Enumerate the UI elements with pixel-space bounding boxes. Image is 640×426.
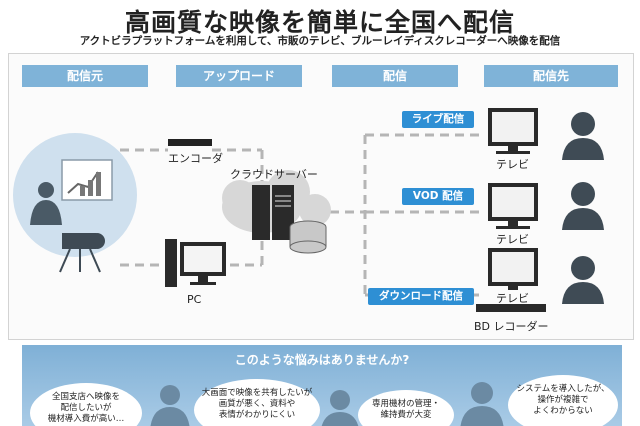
cloud-server-label: クラウドサーバー — [230, 168, 318, 181]
pc-label: PC — [187, 293, 202, 306]
concern-3-line-2: 維持費が大変 — [380, 410, 432, 420]
concern-bubble-4: システムを導入したが、 操作が複雑で よくわからない — [508, 375, 618, 426]
concern-4-line-1: システムを導入したが、 — [516, 384, 610, 394]
tv-label-3: テレビ — [496, 292, 529, 305]
column-header-upload: アップロード — [176, 65, 302, 87]
viewer-icon-1 — [562, 112, 604, 160]
tag-vod: VOD 配信 — [402, 188, 474, 205]
encoder-icon — [168, 139, 212, 146]
concern-bubble-2: 大画面で映像を共有したいが 画質が悪く、資料や 表情がわかりにくい — [194, 379, 320, 426]
presenter-illustration — [13, 133, 137, 273]
concern-3-line-1: 専用機材の管理・ — [371, 399, 440, 409]
column-header-destination: 配信先 — [484, 65, 618, 87]
tv-label-2: テレビ — [496, 233, 529, 246]
tv-icon-1 — [488, 108, 538, 154]
concern-1-line-3: 機材導入費が高い… — [47, 414, 125, 424]
concern-2-line-1: 大画面で映像を共有したいが — [201, 388, 313, 398]
tv-label-1: テレビ — [496, 158, 529, 171]
bd-recorder-icon — [476, 304, 546, 312]
tv-icon-3 — [488, 248, 538, 290]
tv-icon-2 — [488, 183, 538, 229]
concern-2-line-2: 画質が悪く、資料や — [218, 399, 296, 409]
concern-4-line-3: よくわからない — [533, 406, 593, 416]
pc-icon — [165, 239, 226, 287]
encoder-label: エンコーダ — [168, 152, 223, 165]
viewer-icon-3 — [562, 256, 604, 304]
worried-person-icon-3 — [460, 382, 504, 426]
concern-bubble-1: 全国支店へ映像を 配信したいが 機材導入費が高い… — [30, 383, 142, 426]
concern-4-line-2: 操作が複雑で — [537, 395, 589, 405]
concern-2-line-3: 表情がわかりにくい — [218, 410, 296, 420]
worried-person-icon-1 — [150, 385, 190, 426]
page-title: 高画質な映像を簡単に全国へ配信 — [124, 8, 515, 37]
concerns-title: このような悩みはありませんか? — [234, 353, 410, 367]
column-header-source: 配信元 — [22, 65, 148, 87]
cloud-server-icon — [222, 170, 331, 254]
tag-live: ライブ配信 — [402, 111, 474, 128]
viewer-icon-2 — [562, 182, 604, 230]
column-header-delivery: 配信 — [332, 65, 458, 87]
worried-people-illustrations — [150, 382, 504, 426]
bd-recorder-label: BD レコーダー — [474, 320, 549, 333]
concern-bubble-3: 専用機材の管理・ 維持費が大変 — [358, 390, 454, 426]
worried-person-icon-2 — [321, 390, 359, 426]
concerns-panel: このような悩みはありませんか? 全国支店へ映像を 配信したいが 機材導入費が高い… — [22, 345, 622, 426]
tag-download: ダウンロード配信 — [368, 288, 474, 305]
concern-1-line-2: 配信したいが — [60, 403, 112, 413]
page-subtitle: アクトビラプラットフォームを利用して、市販のテレビ、ブルーレイディスクレコーダー… — [79, 35, 561, 47]
concern-1-line-1: 全国支店へ映像を — [51, 392, 120, 402]
